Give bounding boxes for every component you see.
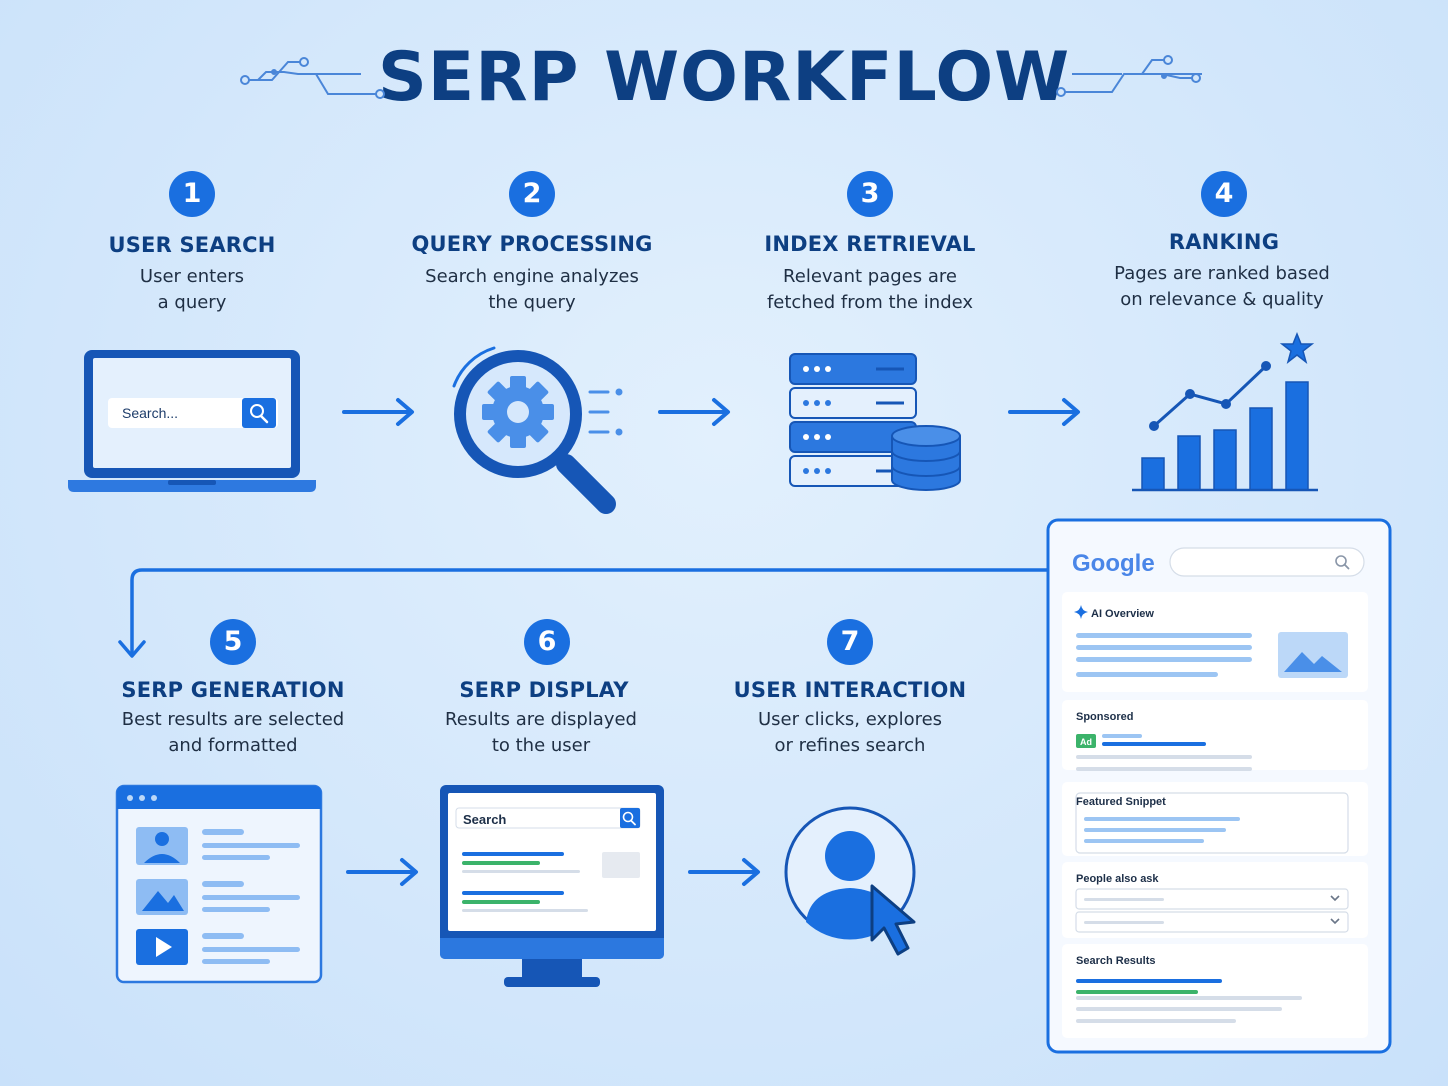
ad-badge: Ad: [1080, 737, 1092, 747]
ranking-bar-chart-icon: [1132, 331, 1318, 492]
circuit-decoration-right: [1056, 55, 1202, 97]
chevron-down-icon[interactable]: [1330, 895, 1340, 902]
arrow-right-icon-2: [658, 398, 730, 426]
step-number-6: 6: [524, 619, 570, 665]
step-title-ranking: RANKING: [1168, 230, 1280, 254]
monitor-search-label: Search: [463, 812, 506, 827]
results-page-icon: [115, 784, 323, 984]
page-title: SERP WORKFLOW: [377, 38, 1071, 117]
circuit-decoration-left: [240, 57, 385, 99]
laptop-search-placeholder: Search...: [122, 405, 178, 421]
monitor-icon: Search: [440, 785, 664, 987]
featured-snippet-label: Featured Snippet: [1076, 796, 1166, 808]
step-number-5: 5: [210, 619, 256, 665]
connector-arrow: [118, 568, 1050, 658]
sponsored-label: Sponsored: [1076, 711, 1133, 723]
sparkle-icon: [1074, 605, 1088, 619]
step-title-index-retrieval: INDEX RETRIEVAL: [764, 232, 976, 256]
google-logo: Google: [1072, 550, 1155, 577]
step-title-serp-display: SERP DISPLAY: [459, 678, 629, 702]
chevron-down-icon[interactable]: [1330, 918, 1340, 925]
step-number-4: 4: [1201, 171, 1247, 217]
serp-search-icon: [1335, 555, 1347, 567]
step-title-user-interaction: USER INTERACTION: [733, 678, 967, 702]
search-results-label: Search Results: [1076, 955, 1155, 967]
arrow-right-icon-6: [688, 858, 760, 886]
laptop-icon: Search...: [68, 350, 316, 492]
step-number-2: 2: [509, 171, 555, 217]
step-number-7: 7: [827, 619, 873, 665]
step-number-3: 3: [847, 171, 893, 217]
ai-overview-label: AI Overview: [1091, 608, 1154, 620]
step-number-1: 1: [169, 171, 215, 217]
serp-panel: Google AI Overview Sponsored Ad Featured…: [1046, 518, 1392, 1054]
user-cursor-icon: [784, 806, 916, 956]
step-title-serp-generation: SERP GENERATION: [121, 678, 345, 702]
step-title-query-processing: QUERY PROCESSING: [411, 232, 653, 256]
server-database-icon: [789, 353, 961, 491]
arrow-right-icon-5: [346, 858, 418, 886]
arrow-right-icon-1: [342, 398, 414, 426]
step-title-user-search: USER SEARCH: [108, 233, 276, 257]
arrow-right-icon-3: [1008, 398, 1080, 426]
magnifier-gear-icon: [452, 346, 623, 514]
people-also-ask-label: People also ask: [1076, 873, 1159, 885]
